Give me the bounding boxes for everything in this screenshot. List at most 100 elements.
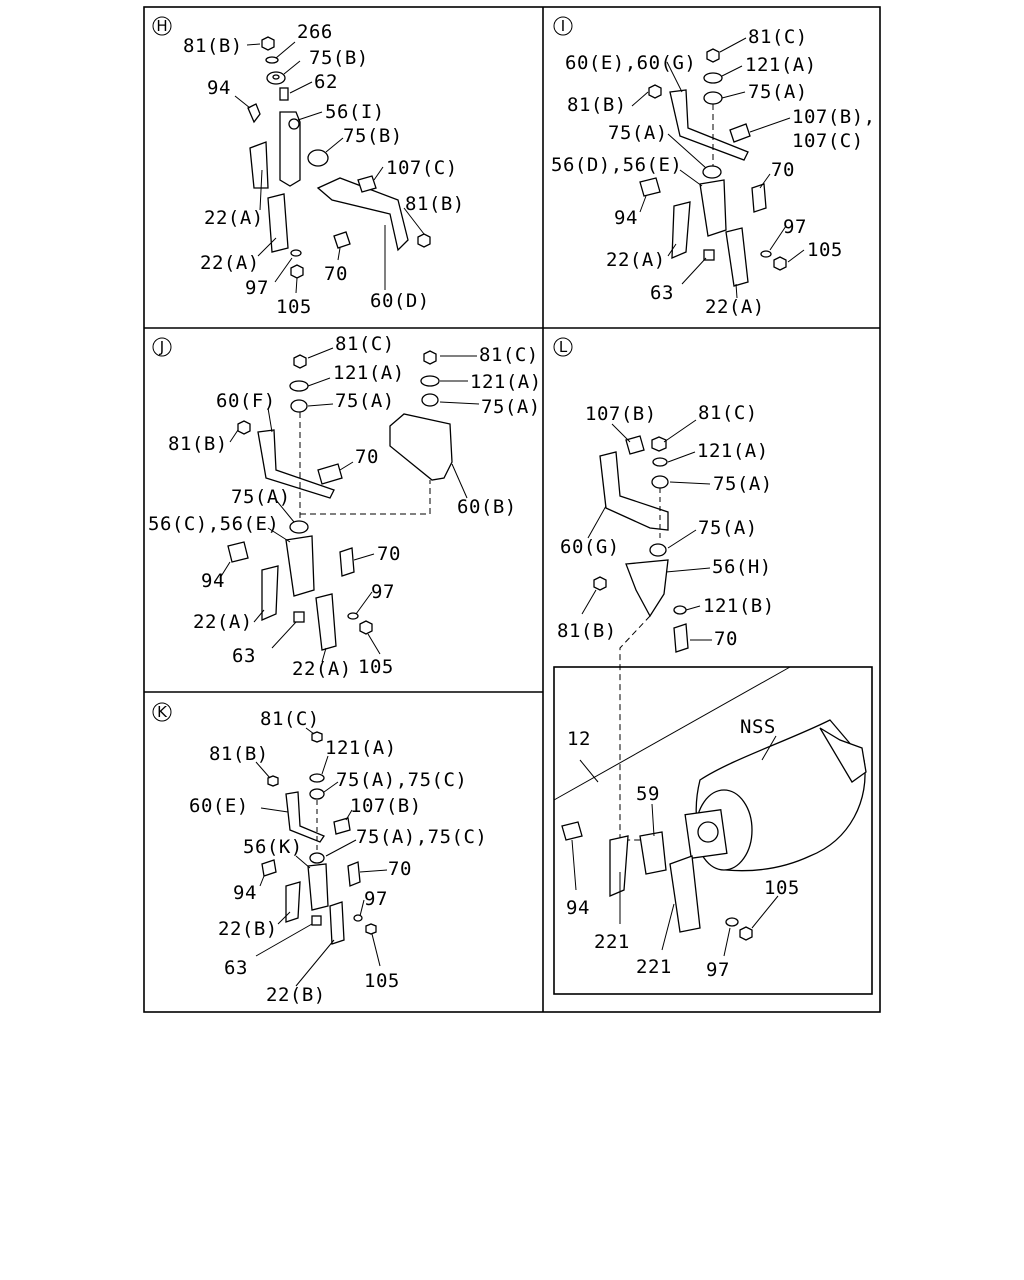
callout-63: 63 (224, 957, 248, 979)
callout-75b-2: 75(B) (343, 125, 403, 147)
leader-lines-k (255, 727, 388, 987)
section-l: L (553, 337, 867, 981)
section-k: K (152, 702, 487, 1006)
callout-56h: 56(H) (712, 556, 772, 578)
leader-lines-j (219, 347, 480, 663)
callout-121a: 121(A) (745, 54, 817, 76)
callout-97: 97 (245, 277, 269, 299)
leader-lines-h (234, 41, 425, 294)
callout-121a: 121(A) (325, 737, 397, 759)
callout-81b: 81(B) (168, 433, 228, 455)
callout-75a-75c: 75(A),75(C) (336, 769, 467, 791)
callout-70: 70 (714, 628, 738, 650)
callout-nss: NSS (740, 716, 776, 738)
callout-60d: 60(D) (370, 290, 430, 312)
section-letter-j: J (159, 338, 164, 356)
section-letter-h: H (156, 17, 167, 35)
part-drawing-i (639, 48, 787, 287)
callout-121a: 121(A) (697, 440, 769, 462)
callout-75a-3: 75(A) (231, 486, 291, 508)
callout-94: 94 (614, 207, 638, 229)
callout-121a-2: 121(A) (470, 371, 542, 393)
section-i: I (551, 16, 876, 318)
callout-56i: 56(I) (325, 101, 385, 123)
callout-107b: 107(B), (792, 106, 876, 128)
callout-81c: 81(C) (748, 26, 808, 48)
section-marker-i (553, 16, 573, 36)
callout-81c: 81(C) (335, 333, 395, 355)
leader-lines-i (631, 37, 805, 299)
callout-81c: 81(C) (698, 402, 758, 424)
section-marker-h (152, 16, 172, 36)
callout-70: 70 (388, 858, 412, 880)
callout-22b: 22(B) (218, 918, 278, 940)
callout-22a-2: 22(A) (200, 252, 260, 274)
callout-105: 105 (364, 970, 400, 992)
callout-221: 221 (594, 931, 630, 953)
callout-97: 97 (706, 959, 730, 981)
callout-75a: 75(A) (748, 81, 808, 103)
callout-107b: 107(B) (585, 403, 657, 425)
callout-105: 105 (807, 239, 843, 261)
callout-60e-60g: 60(E),60(G) (565, 52, 696, 74)
callout-97: 97 (783, 216, 807, 238)
callout-107b: 107(B) (350, 795, 422, 817)
callout-81c: 81(C) (260, 708, 320, 730)
part-drawing-j (227, 350, 453, 651)
callout-70-2: 70 (377, 543, 401, 565)
callout-75a-2: 75(A) (481, 396, 541, 418)
section-j: J (148, 333, 542, 680)
callout-81b: 81(B) (567, 94, 627, 116)
callout-81b: 81(B) (557, 620, 617, 642)
callout-81b: 81(B) (183, 35, 243, 57)
callout-22a: 22(A) (606, 249, 666, 271)
callout-81c-2: 81(C) (479, 344, 539, 366)
callout-62: 62 (314, 71, 338, 93)
leader-lines-l (571, 419, 779, 957)
callout-22a: 22(A) (204, 207, 264, 229)
callout-56c-56e: 56(C),56(E) (148, 513, 279, 535)
part-drawing-l (553, 435, 867, 941)
callout-94: 94 (233, 882, 257, 904)
part-drawing-k (261, 731, 377, 945)
callout-105: 105 (764, 877, 800, 899)
callout-56d-56e: 56(D),56(E) (551, 154, 682, 176)
callout-75a-2: 75(A) (698, 517, 758, 539)
callout-221-2: 221 (636, 956, 672, 978)
section-letter-l: L (559, 338, 568, 356)
callout-75a-75c-2: 75(A),75(C) (356, 826, 487, 848)
callout-59: 59 (636, 783, 660, 805)
section-marker-j (152, 337, 172, 357)
callout-60f: 60(F) (216, 390, 276, 412)
callout-266: 266 (297, 21, 333, 43)
callout-75a: 75(A) (713, 473, 773, 495)
callout-22a: 22(A) (193, 611, 253, 633)
callout-105: 105 (358, 656, 394, 678)
callout-22a-2: 22(A) (292, 658, 352, 680)
callout-63: 63 (650, 282, 674, 304)
callout-97: 97 (371, 581, 395, 603)
callout-70: 70 (771, 159, 795, 181)
callout-22a-2: 22(A) (705, 296, 765, 318)
section-h: H (152, 16, 465, 318)
callout-22b-2: 22(B) (266, 984, 326, 1006)
section-letter-i: I (561, 17, 565, 35)
callout-107c: 107(C) (792, 130, 864, 152)
callout-60g: 60(G) (560, 536, 620, 558)
callout-60e: 60(E) (189, 795, 249, 817)
callout-70: 70 (324, 263, 348, 285)
callout-81b: 81(B) (209, 743, 269, 765)
callout-81b-2: 81(B) (405, 193, 465, 215)
callout-105: 105 (276, 296, 312, 318)
diagram-frame (143, 6, 881, 1013)
callout-97: 97 (364, 888, 388, 910)
callout-60b: 60(B) (457, 496, 517, 518)
callout-75a: 75(A) (335, 390, 395, 412)
callout-94: 94 (566, 897, 590, 919)
callout-75b: 75(B) (309, 47, 369, 69)
callout-94: 94 (201, 570, 225, 592)
callout-12: 12 (567, 728, 591, 750)
callout-63: 63 (232, 645, 256, 667)
callout-107c: 107(C) (386, 157, 458, 179)
